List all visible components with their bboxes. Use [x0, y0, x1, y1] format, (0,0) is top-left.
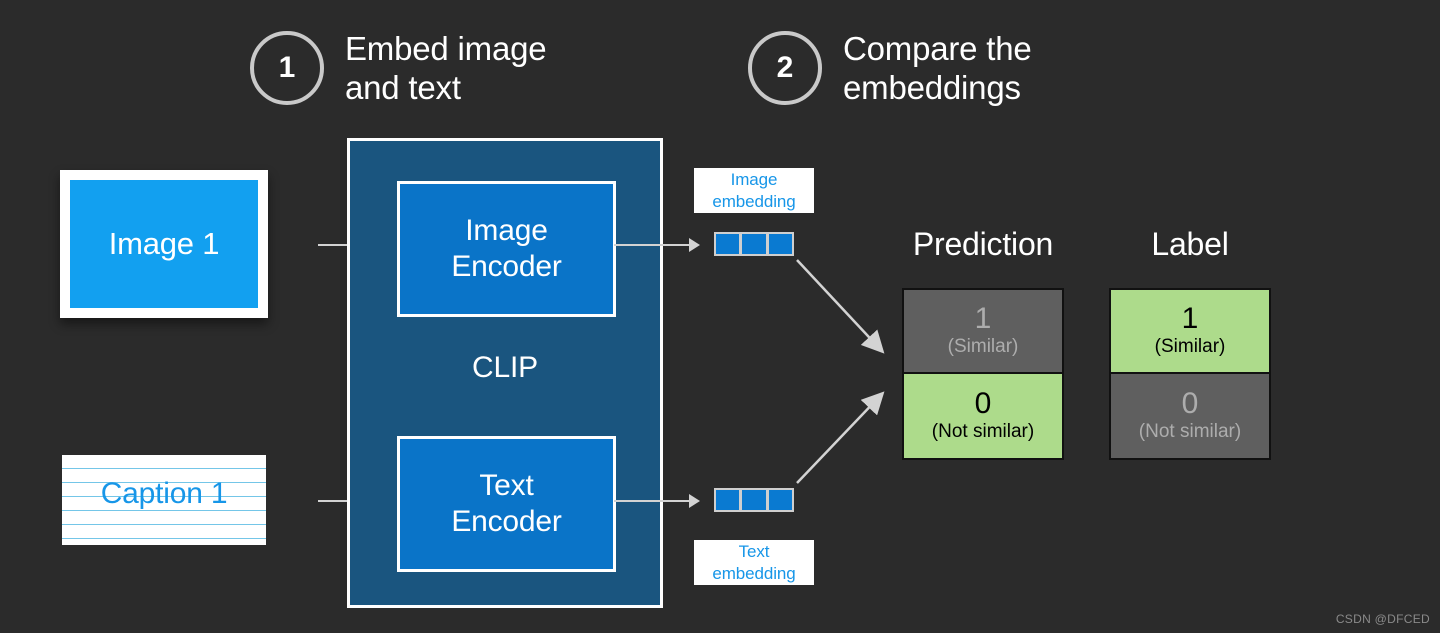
label-row-not-similar: 0 (Not similar) [1111, 374, 1269, 458]
label-similar-caption: (Similar) [1154, 335, 1226, 357]
connector-image-to-clip [318, 244, 351, 246]
step-2-header: 2 Compare the embeddings [748, 30, 1032, 108]
connector-caption-to-clip [318, 500, 351, 502]
image-label: Image 1 [108, 226, 220, 261]
clip-title: CLIP [472, 351, 538, 384]
arrow-image-embedding-to-prediction [796, 259, 885, 354]
caption-label: Caption 1 [100, 477, 228, 510]
text-embedding-label: Text embedding [694, 540, 814, 585]
prediction-row-not-similar: 0 (Not similar) [904, 374, 1062, 458]
embedding-cell [768, 234, 792, 254]
image-embedding-vector [714, 232, 794, 256]
image-thumbnail: Image 1 [70, 180, 258, 308]
label-similar-value: 1 [1181, 302, 1199, 336]
arrowhead-text-embedding [689, 494, 700, 508]
embedding-cell [768, 490, 792, 510]
connector-image-encoder-out [614, 244, 689, 246]
image-encoder-box: Image Encoder [397, 181, 616, 317]
image-embedding-label: Image embedding [694, 168, 814, 213]
ruled-paper-lines [62, 455, 266, 545]
input-image-card: Image 1 [60, 170, 268, 318]
text-encoder-box: Text Encoder [397, 436, 616, 572]
arrow-text-embedding-to-prediction [796, 391, 885, 484]
input-caption-card: Caption 1 [62, 455, 266, 545]
label-column-title: Label [1151, 226, 1229, 262]
step-2-number: 2 [748, 31, 822, 105]
step-1-header: 1 Embed image and text [250, 30, 547, 108]
step-1-number: 1 [250, 31, 324, 105]
prediction-row-similar: 1 (Similar) [904, 290, 1062, 374]
label-not-similar-caption: (Not similar) [1138, 420, 1242, 442]
prediction-not-similar-value: 0 [974, 387, 992, 421]
prediction-similar-value: 1 [974, 302, 992, 336]
clip-model-box: Image Encoder CLIP Text Encoder [347, 138, 663, 608]
prediction-column-title: Prediction [912, 226, 1054, 262]
arrowhead-image-embedding [689, 238, 700, 252]
embedding-cell [742, 234, 766, 254]
embedding-cell [716, 490, 740, 510]
embedding-cell [716, 234, 740, 254]
step-2-text: Compare the embeddings [843, 30, 1032, 106]
label-row-similar: 1 (Similar) [1111, 290, 1269, 374]
label-not-similar-value: 0 [1181, 387, 1199, 421]
embedding-cell [742, 490, 766, 510]
prediction-score-box: 1 (Similar) 0 (Not similar) [902, 288, 1064, 460]
watermark: CSDN @DFCED [1335, 612, 1430, 626]
step-1-text: Embed image and text [345, 30, 547, 106]
label-score-box: 1 (Similar) 0 (Not similar) [1109, 288, 1271, 460]
text-embedding-vector [714, 488, 794, 512]
connector-text-encoder-out [614, 500, 689, 502]
prediction-not-similar-caption: (Not similar) [931, 420, 1035, 442]
prediction-similar-caption: (Similar) [947, 335, 1019, 357]
